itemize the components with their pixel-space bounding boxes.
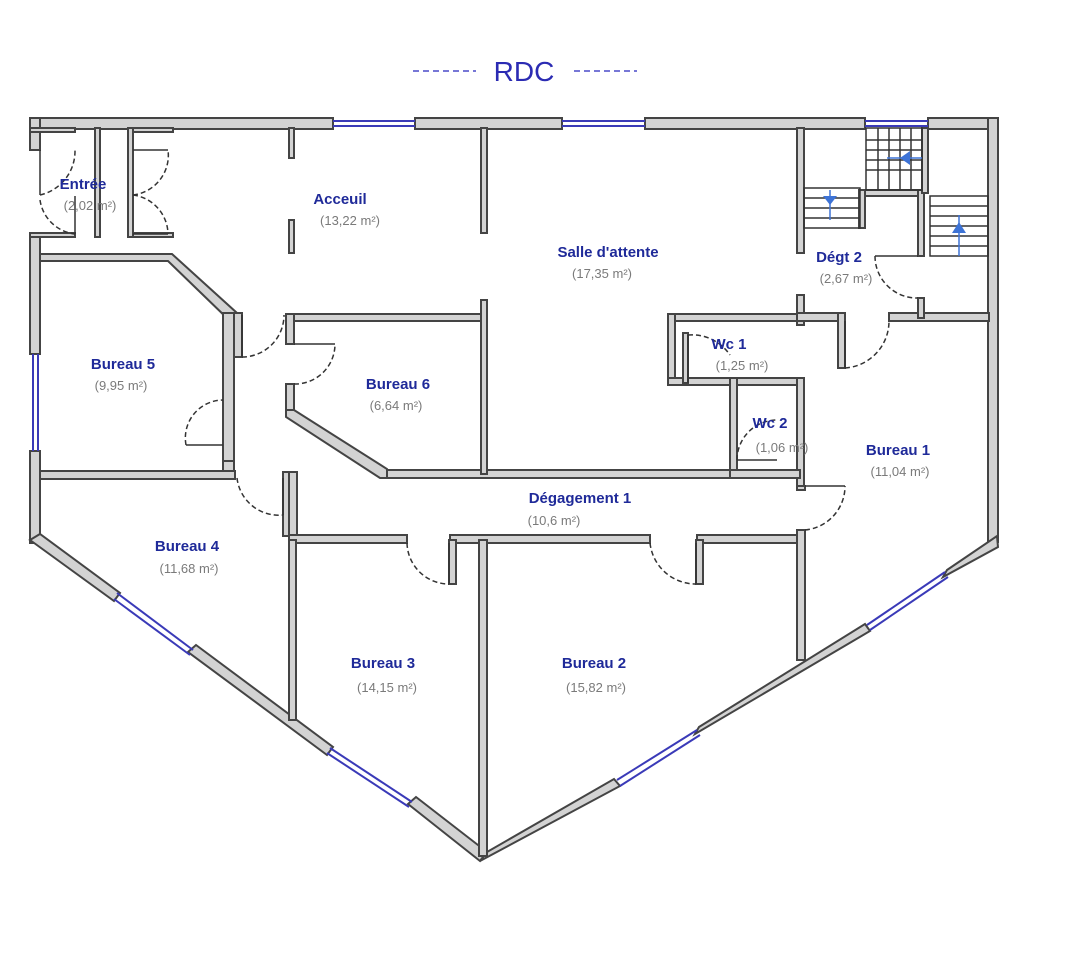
stair-arrow-icon	[952, 222, 966, 233]
stair-arrow-icon	[900, 151, 910, 165]
room-name: Bureau 4	[155, 538, 220, 555]
room-bureau-1: Bureau 1 (11,04 m²)	[866, 442, 930, 479]
plan-title-group: RDC	[413, 56, 637, 87]
plan-title: RDC	[494, 56, 555, 87]
room-area: (11,68 m²)	[160, 561, 219, 576]
room-area: (11,04 m²)	[871, 464, 930, 479]
room-bureau-3: Bureau 3 (14,15 m²)	[351, 655, 417, 695]
room-name: Bureau 3	[351, 655, 415, 672]
room-name: Acceuil	[313, 191, 366, 208]
room-area: (14,15 m²)	[357, 680, 417, 695]
room-area: (1,25 m²)	[716, 358, 769, 373]
room-name: Wc 1	[711, 336, 746, 353]
room-bureau-2: Bureau 2 (15,82 m²)	[562, 655, 626, 695]
room-degagement-1: Dégagement 1 (10,6 m²)	[528, 490, 632, 528]
doors	[39, 149, 919, 585]
interior-walls	[29, 127, 990, 857]
room-name: Dégt 2	[816, 249, 862, 266]
exterior-walls	[28, 117, 1000, 863]
room-bureau-6: Bureau 6 (6,64 m²)	[366, 376, 430, 413]
room-salle-attente: Salle d'attente (17,35 m²)	[557, 244, 658, 281]
room-area: (17,35 m²)	[572, 266, 632, 281]
room-name: Bureau 6	[366, 376, 430, 393]
room-entree: Entrée (2,02 m²)	[60, 176, 117, 213]
room-degt-2: Dégt 2 (2,67 m²)	[816, 249, 872, 286]
stair-arrow-icon	[823, 196, 837, 205]
room-name: Salle d'attente	[557, 244, 658, 261]
room-labels: Entrée (2,02 m²) Acceuil (13,22 m²) Sall…	[60, 176, 930, 695]
room-name: Bureau 5	[91, 356, 155, 373]
windows	[32, 120, 949, 808]
staircase	[803, 127, 989, 257]
room-area: (15,82 m²)	[566, 680, 626, 695]
room-area: (9,95 m²)	[95, 378, 148, 393]
room-name: Wc 2	[752, 415, 787, 432]
room-bureau-4: Bureau 4 (11,68 m²)	[155, 538, 220, 576]
room-name: Entrée	[60, 176, 107, 193]
room-area: (1,06 m²)	[756, 440, 809, 455]
room-name: Bureau 2	[562, 655, 626, 672]
room-area: (2,67 m²)	[820, 271, 873, 286]
room-wc-1: Wc 1 (1,25 m²)	[711, 336, 768, 373]
room-area: (10,6 m²)	[528, 513, 581, 528]
room-bureau-5: Bureau 5 (9,95 m²)	[91, 356, 155, 393]
room-area: (6,64 m²)	[370, 398, 423, 413]
room-wc-2: Wc 2 (1,06 m²)	[752, 415, 808, 455]
room-name: Dégagement 1	[529, 490, 632, 507]
room-name: Bureau 1	[866, 442, 930, 459]
room-area: (2,02 m²)	[64, 198, 117, 213]
room-area: (13,22 m²)	[320, 213, 380, 228]
room-acceuil: Acceuil (13,22 m²)	[313, 191, 380, 228]
